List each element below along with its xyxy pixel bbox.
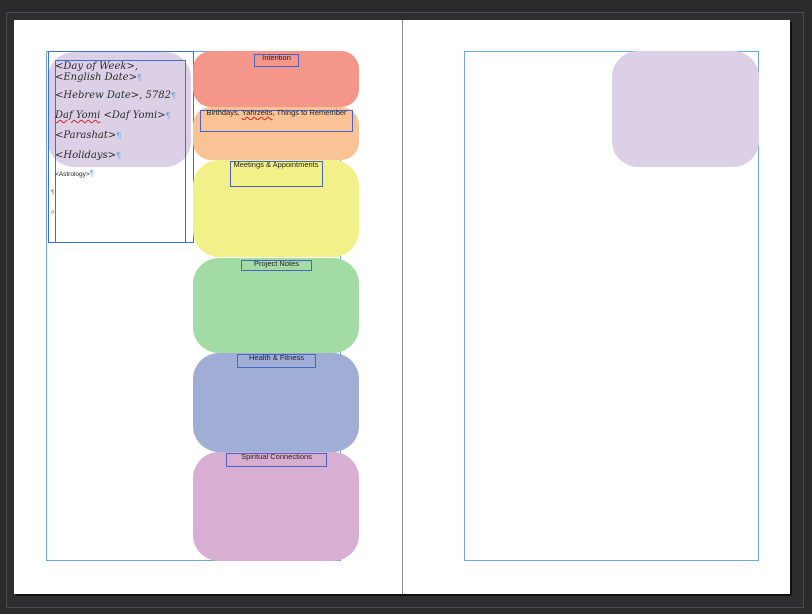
project-notes-block[interactable] (193, 258, 359, 353)
pilcrow-mark: ¶ (116, 151, 122, 160)
page-spine (402, 20, 403, 594)
day-week-text: <Day of Week>, <English Date> (55, 61, 139, 83)
meetings-block[interactable] (193, 160, 359, 257)
health-label-frame[interactable] (237, 354, 316, 368)
birthdays-label-frame[interactable] (200, 110, 353, 132)
intention-label-frame[interactable] (254, 54, 299, 67)
parashat-text: <Parashat> (55, 130, 117, 141)
yahrzeits-text: Yahrzeits (241, 108, 273, 117)
intention-block[interactable] (193, 51, 359, 107)
date-line-daf-yomi[interactable]: Daf Yomi <Daf Yomi>¶ (55, 110, 183, 121)
daf-yomi-text: <Daf Yomi> (100, 110, 166, 121)
date-text-frame-inner[interactable] (55, 60, 186, 243)
hidden-character-mark: ¶ (51, 190, 55, 196)
intention-label: Intention (262, 53, 291, 62)
hidden-character-mark: # (51, 210, 55, 216)
health-label: Health & Fitness (248, 353, 305, 362)
spiritual-label-frame[interactable] (226, 453, 327, 467)
birthdays-text-c: , Things to Remember (272, 108, 347, 117)
birthdays-label: Birthdays, Yahrzeits, Things to Remember (200, 108, 353, 118)
date-line-holidays[interactable]: <Holidays>¶ (55, 150, 183, 161)
pilcrow-mark: ¶ (116, 131, 122, 140)
birthdays-block[interactable] (193, 107, 359, 160)
spiritual-label: Spiritual Connections (241, 452, 312, 461)
pilcrow-mark: ¶ (89, 169, 94, 178)
date-background-box[interactable] (48, 52, 191, 167)
astrology-text: <Astrology> (55, 171, 90, 178)
hebrew-date-text: <Hebrew Date>, 5782 (55, 90, 171, 101)
date-line-day-week[interactable]: <Day of Week>, <English Date>¶ (55, 61, 183, 83)
project-notes-label-frame[interactable] (241, 260, 312, 271)
birthdays-text-a: Birthdays, (206, 108, 242, 117)
meetings-label: Meetings & Appointments (233, 160, 319, 169)
date-line-astrology[interactable]: <Astrology>¶ (55, 169, 94, 178)
health-block[interactable] (193, 353, 359, 452)
date-line-hebrew[interactable]: <Hebrew Date>, 5782¶ (55, 90, 183, 101)
daf-yomi-prefix: Daf Yomi (55, 110, 101, 121)
holidays-text: <Holidays> (55, 150, 117, 161)
meetings-label-frame[interactable] (230, 161, 323, 187)
project-notes-label: Project Notes (253, 259, 300, 268)
pilcrow-mark: ¶ (165, 111, 171, 120)
pilcrow-mark: ¶ (136, 73, 143, 82)
spiritual-block[interactable] (193, 452, 359, 561)
right-page-margin-guide (464, 51, 759, 561)
right-page-date-box[interactable] (612, 51, 759, 167)
date-line-parashat[interactable]: <Parashat>¶ (55, 130, 183, 141)
pilcrow-mark: ¶ (170, 91, 177, 100)
